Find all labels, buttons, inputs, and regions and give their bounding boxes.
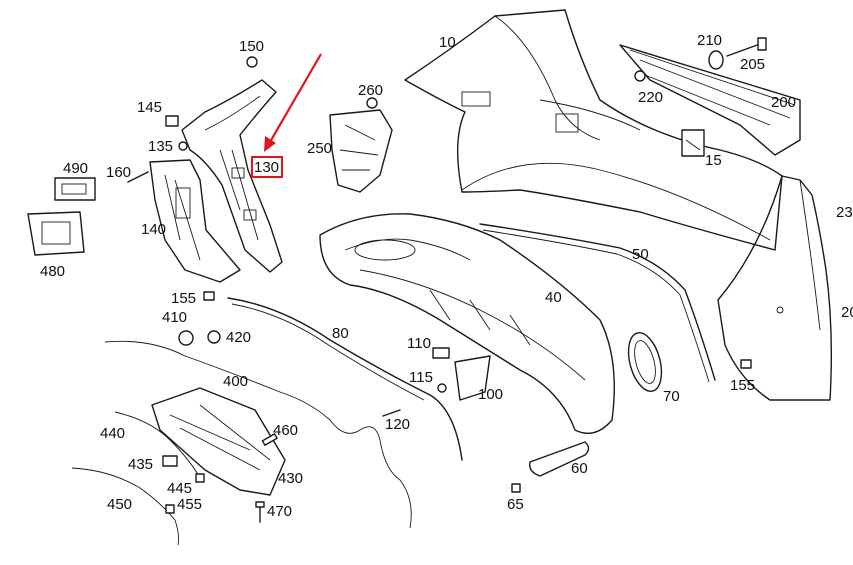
- callout-80[interactable]: 80: [332, 325, 349, 342]
- callout-400[interactable]: 400: [223, 373, 249, 390]
- part-100-bracket[interactable]: [454, 355, 491, 401]
- callout-160[interactable]: 160: [106, 164, 132, 181]
- part-445-connector[interactable]: [195, 473, 205, 483]
- callout-15[interactable]: 15: [705, 152, 722, 169]
- callout-220[interactable]: 220: [638, 89, 664, 106]
- highlight-arrow: [264, 53, 322, 152]
- part-410-sensor[interactable]: [178, 330, 194, 346]
- callout-130-highlighted[interactable]: 130: [251, 156, 284, 178]
- callout-140[interactable]: 140: [141, 221, 167, 238]
- callout-440[interactable]: 440: [100, 425, 126, 442]
- part-65-screw[interactable]: [511, 483, 521, 493]
- part-20-bumper-side[interactable]: [717, 175, 833, 401]
- part-140-side-guide[interactable]: [149, 159, 241, 283]
- part-155b-screw[interactable]: [740, 359, 752, 369]
- callout-455[interactable]: 455: [177, 496, 203, 513]
- part-150-nut[interactable]: [246, 56, 258, 68]
- part-250-bracket[interactable]: [329, 109, 393, 193]
- part-40-diffuser[interactable]: [319, 213, 615, 434]
- callout-70[interactable]: 70: [663, 388, 680, 405]
- callout-155b[interactable]: 155: [730, 377, 756, 394]
- callout-100[interactable]: 100: [478, 386, 504, 403]
- part-435-connector[interactable]: [162, 455, 178, 467]
- part-155a-screw[interactable]: [203, 291, 215, 301]
- callout-460[interactable]: 460: [273, 422, 299, 439]
- part-15-bracket[interactable]: [681, 129, 705, 157]
- part-440-harness[interactable]: [114, 411, 201, 479]
- part-450-harness[interactable]: [71, 467, 180, 546]
- callout-40[interactable]: 40: [545, 289, 562, 306]
- callout-150[interactable]: 150: [239, 38, 265, 55]
- callout-65[interactable]: 65: [507, 496, 524, 513]
- part-205-bolt[interactable]: [726, 37, 767, 57]
- callout-145[interactable]: 145: [137, 99, 163, 116]
- part-120-screw[interactable]: [382, 409, 401, 417]
- part-470-screw[interactable]: [255, 501, 265, 523]
- callout-435[interactable]: 435: [128, 456, 154, 473]
- callout-260[interactable]: 260: [358, 82, 384, 99]
- part-115-screw[interactable]: [437, 383, 447, 393]
- part-70-bezel[interactable]: [623, 329, 668, 395]
- part-490-sensor-cover[interactable]: [54, 177, 96, 201]
- part-455-connector[interactable]: [165, 504, 175, 514]
- callout-205[interactable]: 205: [740, 56, 766, 73]
- part-145-clip[interactable]: [165, 115, 179, 127]
- callout-50[interactable]: 50: [632, 246, 649, 263]
- callout-470[interactable]: 470: [267, 503, 293, 520]
- part-260-nut[interactable]: [366, 97, 378, 109]
- part-420-ring[interactable]: [207, 330, 221, 344]
- callout-10[interactable]: 10: [439, 34, 456, 51]
- callout-155a[interactable]: 155: [171, 290, 197, 307]
- callout-135[interactable]: 135: [148, 138, 174, 155]
- callout-430[interactable]: 430: [278, 470, 304, 487]
- part-135-clip[interactable]: [178, 141, 188, 151]
- callout-410[interactable]: 410: [162, 309, 188, 326]
- callout-480[interactable]: 480: [40, 263, 66, 280]
- part-460-pin[interactable]: [261, 433, 278, 446]
- part-400-wiring-harness[interactable]: [104, 340, 412, 529]
- part-130-support-bracket[interactable]: [181, 79, 283, 273]
- part-50-trim-strip[interactable]: [479, 223, 716, 383]
- callout-250[interactable]: 250: [307, 140, 333, 157]
- part-110-clip[interactable]: [432, 347, 450, 359]
- part-200-reinforcement[interactable]: [619, 44, 801, 156]
- part-60-lower-trim[interactable]: [529, 441, 590, 477]
- callout-490[interactable]: 490: [63, 160, 89, 177]
- callout-210[interactable]: 210: [697, 32, 723, 49]
- part-10-bumper-cover[interactable]: [404, 9, 783, 251]
- callout-450[interactable]: 450: [107, 496, 133, 513]
- part-480-sensor-bracket[interactable]: [27, 211, 85, 256]
- callout-110[interactable]: 110: [407, 335, 431, 352]
- part-80-cable-channel[interactable]: [227, 297, 463, 461]
- part-430-carrier[interactable]: [151, 387, 286, 496]
- callout-420[interactable]: 420: [226, 329, 252, 346]
- callout-20[interactable]: 20: [841, 304, 853, 321]
- callout-200[interactable]: 200: [771, 94, 797, 111]
- callout-60[interactable]: 60: [571, 460, 588, 477]
- callout-115[interactable]: 115: [409, 369, 433, 386]
- part-160-screw[interactable]: [127, 171, 149, 183]
- callout-445[interactable]: 445: [167, 480, 193, 497]
- part-210-plug[interactable]: [708, 50, 724, 70]
- callout-120[interactable]: 120: [385, 416, 411, 433]
- callout-23[interactable]: 23: [836, 204, 853, 221]
